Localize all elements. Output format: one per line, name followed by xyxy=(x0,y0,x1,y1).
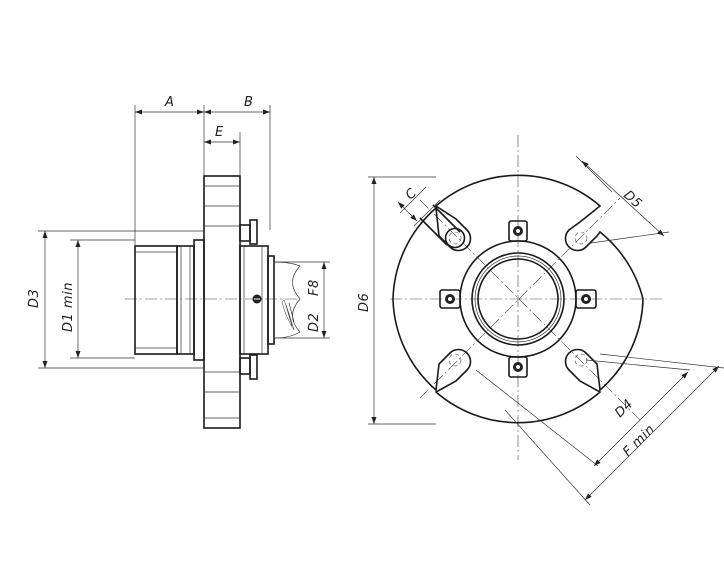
clamp-bottom xyxy=(239,357,251,375)
label-d2: D2 xyxy=(307,313,322,332)
dim-line-d5 xyxy=(581,160,665,237)
label-d4: D4 xyxy=(612,397,636,421)
clamp-top xyxy=(239,224,251,242)
dim-line-c xyxy=(397,201,418,222)
label-d6: D6 xyxy=(357,293,372,312)
label-c: C xyxy=(403,185,421,203)
label-f8: F8 xyxy=(307,279,322,296)
sleeve-body xyxy=(134,245,178,355)
bore-outer xyxy=(471,252,565,346)
dim-line-f xyxy=(584,365,720,501)
label-f: F min xyxy=(620,422,658,460)
gland-flange xyxy=(203,175,241,429)
label-a: A xyxy=(164,95,174,110)
lug-bottom xyxy=(508,356,528,378)
label-b: B xyxy=(244,95,253,110)
bore-inner xyxy=(477,258,559,340)
seal-ring xyxy=(176,245,195,355)
slot-top-left xyxy=(419,204,466,249)
lug-left xyxy=(439,289,461,309)
front-view: D6 C D5 D4 F min xyxy=(357,135,724,506)
label-d5: D5 xyxy=(620,188,644,212)
dim-line-d4 xyxy=(593,371,689,467)
seal-collar xyxy=(193,239,205,361)
label-d1: D1 min xyxy=(61,282,76,332)
lug-top xyxy=(508,220,528,242)
side-view: A B E D3 D1 min F8 D2 xyxy=(27,95,330,429)
label-e: E xyxy=(215,125,224,140)
label-d3: D3 xyxy=(27,289,42,308)
lug-right xyxy=(575,289,597,309)
